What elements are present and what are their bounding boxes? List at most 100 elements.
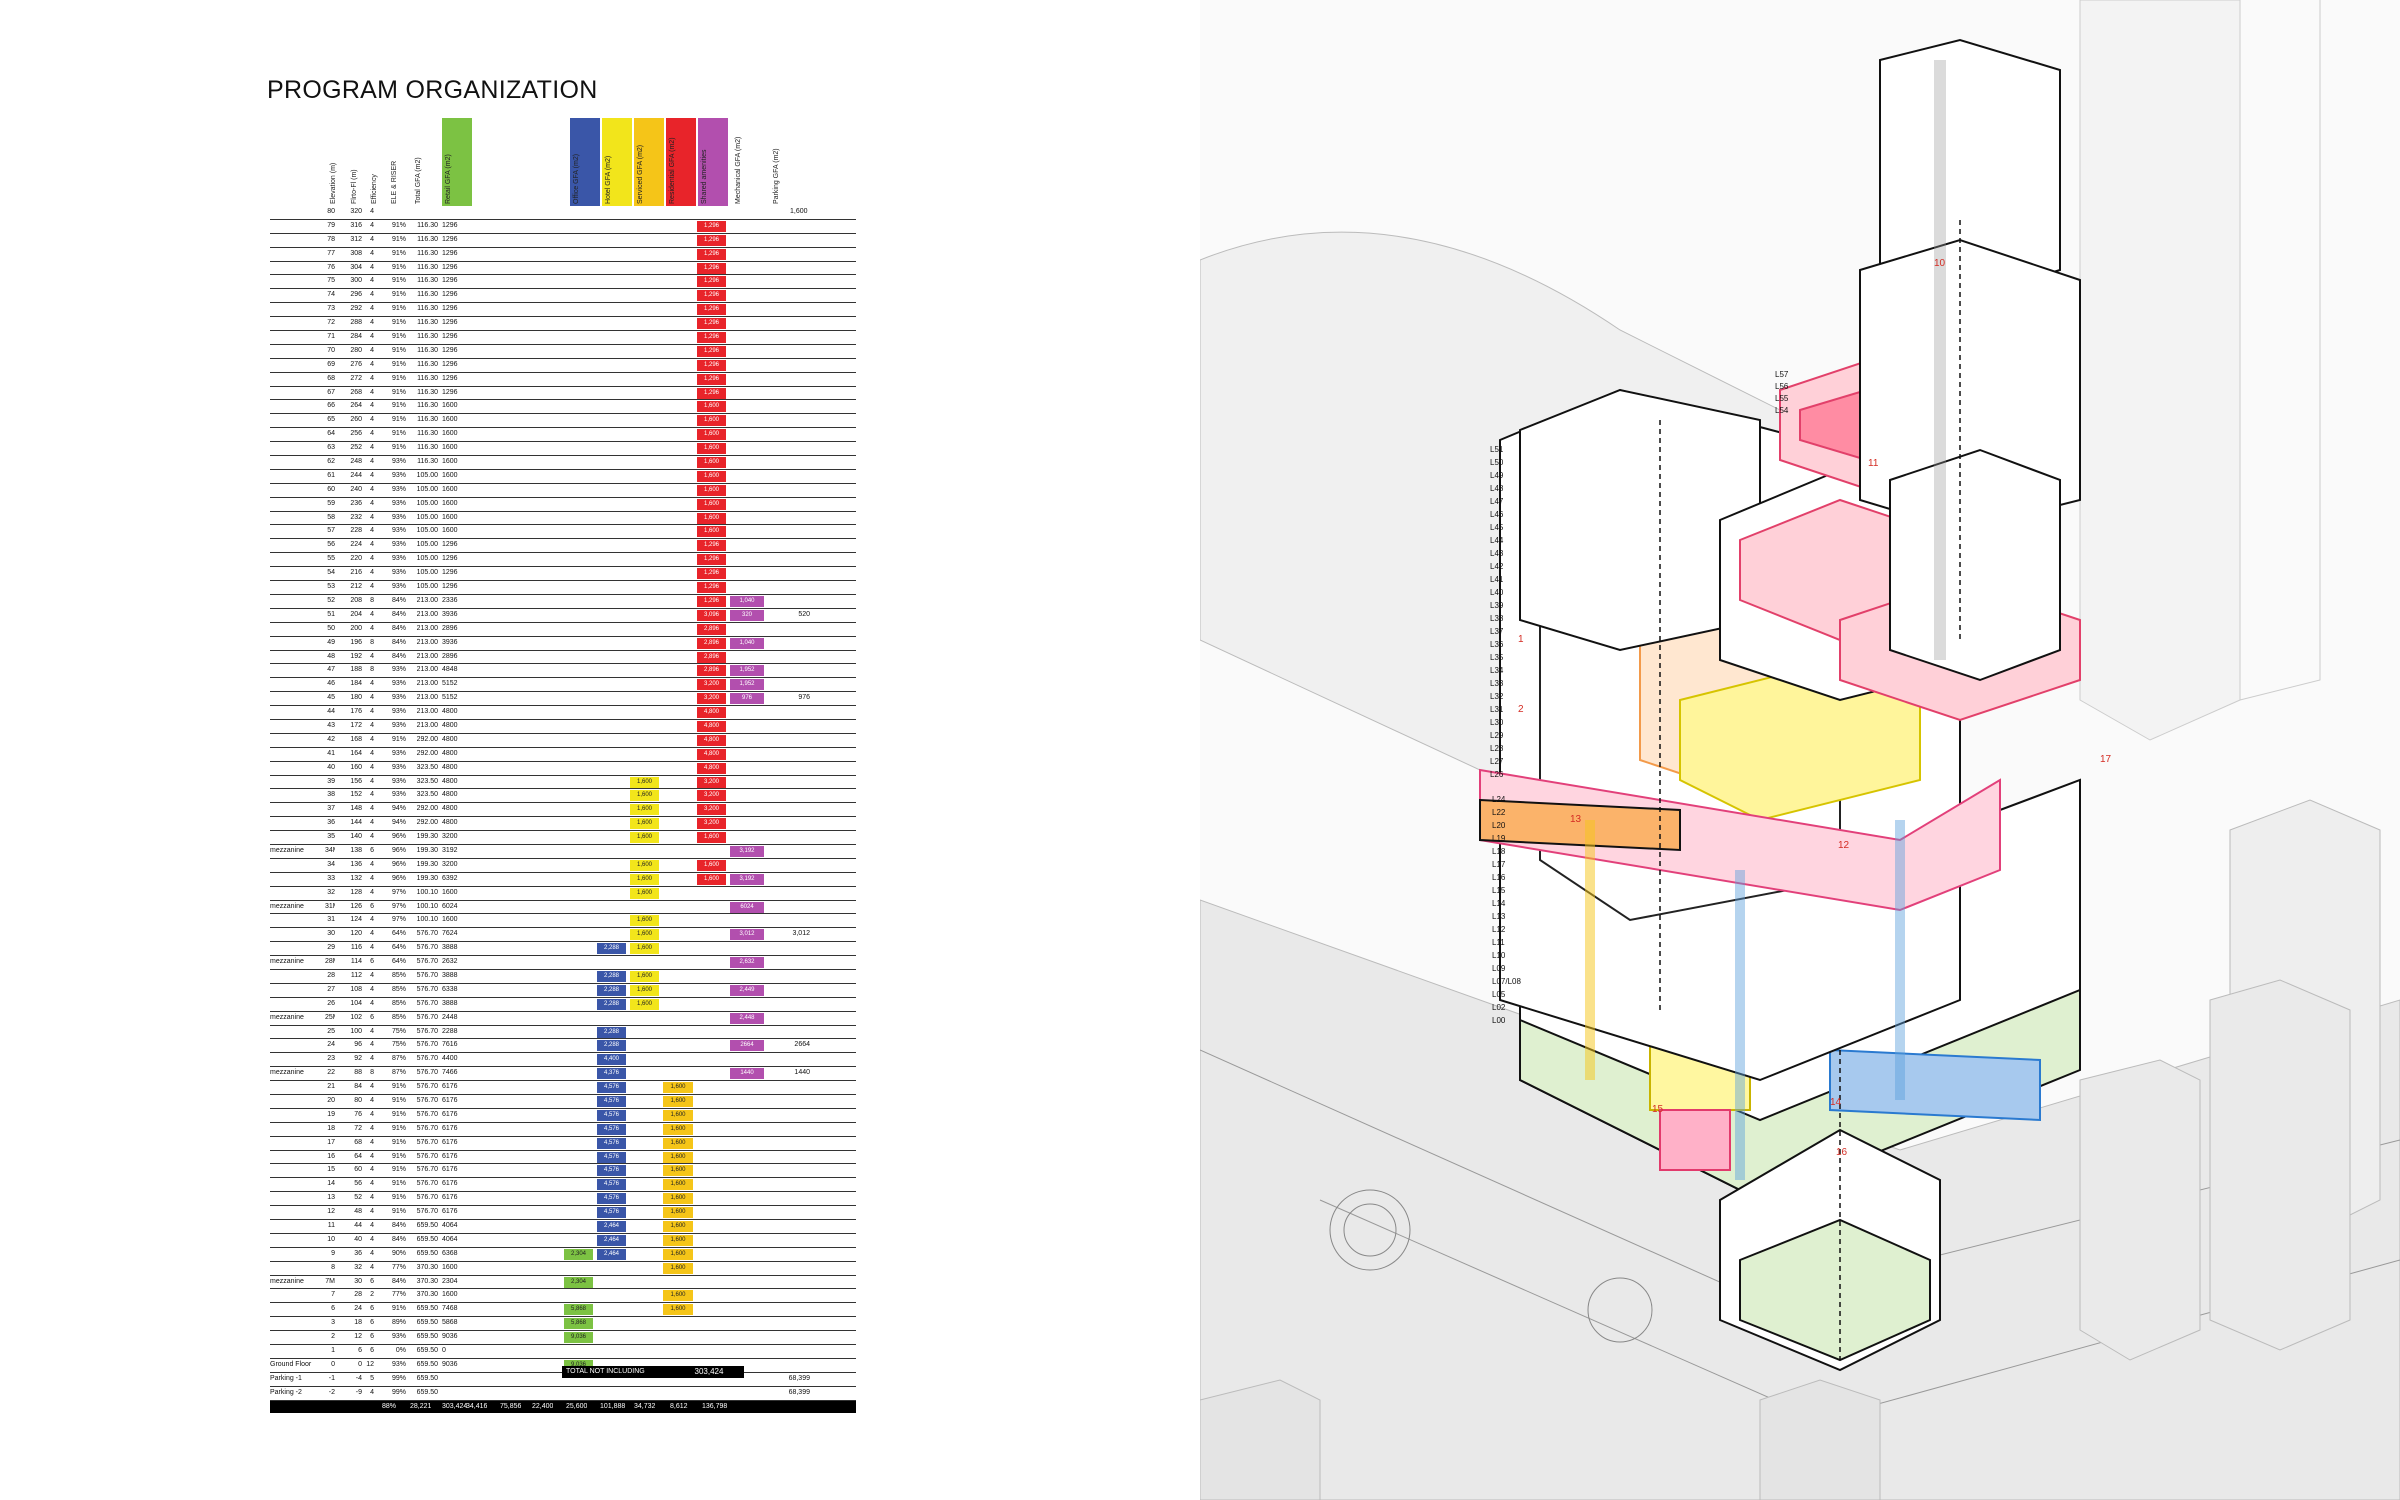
table-row: 1248491%576.7061764,5761,600 <box>270 1206 856 1220</box>
cell: 1296 <box>442 289 468 302</box>
cell: 105.00 <box>408 553 438 566</box>
cell: 6 <box>362 1012 374 1025</box>
cell <box>770 387 810 400</box>
cell <box>770 1164 810 1177</box>
cell: 93% <box>378 748 406 761</box>
cell: 105.00 <box>408 470 438 483</box>
table-row: 27108485%576.7063382,2881,6002,449 <box>270 984 856 998</box>
cell: 93% <box>378 498 406 511</box>
gfa-fill-cell: 2,304 <box>564 1277 593 1288</box>
cell <box>770 762 810 775</box>
cell <box>270 928 330 941</box>
cell <box>770 720 810 733</box>
cell: 4 <box>362 609 374 622</box>
cell: 370.30 <box>408 1276 438 1289</box>
cell: 75% <box>378 1039 406 1052</box>
cell: 4 <box>362 317 374 330</box>
gfa-fill-cell: 1,296 <box>697 388 726 399</box>
cell: 4 <box>362 248 374 261</box>
cell <box>270 984 330 997</box>
cell: mezzanine <box>270 845 330 858</box>
cell: 292 <box>338 303 362 316</box>
cell: 152 <box>338 789 362 802</box>
table-row: mezzanine25M102685%576.7024482,448 <box>270 1012 856 1026</box>
cell: 34M <box>325 845 335 858</box>
cell: 12 <box>325 1206 335 1219</box>
level-label: L00 <box>1492 1016 1506 1025</box>
cell <box>770 553 810 566</box>
cell: 144 <box>338 817 362 830</box>
cell: 576.70 <box>408 1053 438 1066</box>
cell: 4 <box>362 553 374 566</box>
cell: 323.50 <box>408 789 438 802</box>
cell: 64% <box>378 928 406 941</box>
cell: 53 <box>325 581 335 594</box>
gfa-fill-cell: 1,600 <box>697 513 726 524</box>
gfa-fill-cell: 2,464 <box>597 1221 626 1232</box>
cell: 67 <box>325 387 335 400</box>
table-row: 29116464%576.7038882,2881,600 <box>270 942 856 956</box>
cell: 4 <box>362 859 374 872</box>
cell <box>770 637 810 650</box>
level-label: L15 <box>1492 886 1506 895</box>
cell: 4 <box>362 692 374 705</box>
cell: 116.30 <box>408 275 438 288</box>
cell: 93% <box>378 456 406 469</box>
cell: 4 <box>362 1164 374 1177</box>
cell: 93% <box>378 706 406 719</box>
cell <box>270 1053 330 1066</box>
cell: 132 <box>338 873 362 886</box>
gfa-fill-cell: 1,952 <box>730 665 764 676</box>
cell: 93% <box>378 789 406 802</box>
cell <box>270 1178 330 1191</box>
cell: 370.30 <box>408 1262 438 1275</box>
gfa-fill-cell: 1,600 <box>663 1207 693 1218</box>
cell <box>770 776 810 789</box>
cell: 4 <box>362 1151 374 1164</box>
gfa-fill-cell: 1,600 <box>663 1138 693 1149</box>
cell: 1600 <box>442 1289 468 1302</box>
gfa-fill-cell: 4,800 <box>697 735 726 746</box>
cell: 320 <box>338 206 362 219</box>
cell: 91% <box>378 234 406 247</box>
table-row: 1768491%576.7061764,5761,600 <box>270 1137 856 1151</box>
table-row: 936490%659.5063682,3042,4641,600 <box>270 1248 856 1262</box>
cell: 176 <box>338 706 362 719</box>
cell: 164 <box>338 748 362 761</box>
gfa-fill-cell: 1,296 <box>697 554 726 565</box>
cell <box>270 248 330 261</box>
cell: 188 <box>338 664 362 677</box>
cell: 8 <box>325 1262 335 1275</box>
cell: 93% <box>378 776 406 789</box>
cell <box>270 1345 330 1358</box>
cell: 26 <box>325 998 335 1011</box>
cell: 40 <box>338 1234 362 1247</box>
cell: 576.70 <box>408 1123 438 1136</box>
cell: 2304 <box>442 1276 468 1289</box>
cell: 4 <box>362 1248 374 1261</box>
cell: 39 <box>325 776 335 789</box>
cell: 208 <box>338 595 362 608</box>
cell: 74 <box>325 289 335 302</box>
table-row: 35140496%199.3032001,6001,600 <box>270 831 856 845</box>
level-label: L47 <box>1490 497 1504 506</box>
cell: 6338 <box>442 984 468 997</box>
cell: 6 <box>362 1331 374 1344</box>
gfa-fill-cell: 4,800 <box>697 707 726 718</box>
cell: 8 <box>362 1067 374 1080</box>
cell: 6176 <box>442 1178 468 1191</box>
cell: 4 <box>362 1137 374 1150</box>
gfa-fill-cell: 1,600 <box>663 1249 693 1260</box>
cell: 4064 <box>442 1234 468 1247</box>
cell <box>770 303 810 316</box>
cell: mezzanine <box>270 1067 330 1080</box>
cell: 576.70 <box>408 1095 438 1108</box>
cell: 6 <box>338 1345 362 1358</box>
cell: 54 <box>325 567 335 580</box>
cell: 4 <box>362 776 374 789</box>
cell: 59 <box>325 498 335 511</box>
cell: 91% <box>378 275 406 288</box>
cell <box>270 525 330 538</box>
